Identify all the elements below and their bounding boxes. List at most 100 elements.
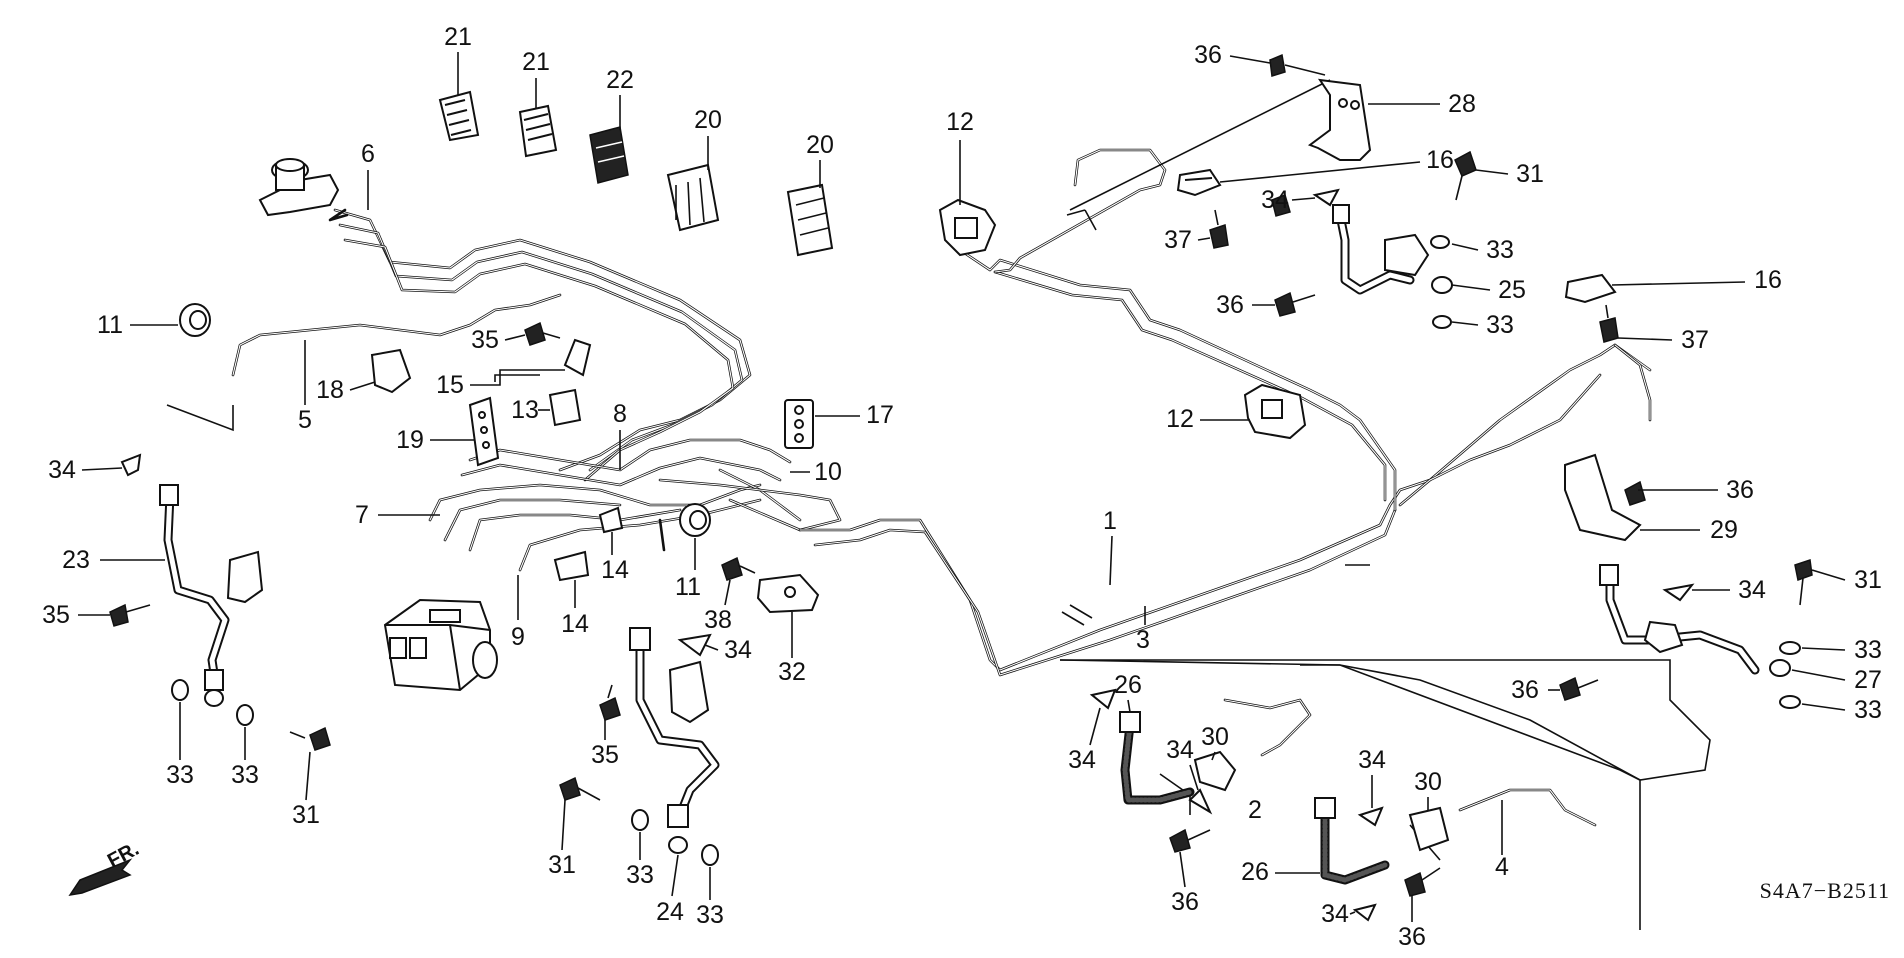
callout-16-top: 16 — [1426, 146, 1454, 174]
callout-33-h: 33 — [696, 901, 724, 929]
callout-3: 3 — [1136, 626, 1150, 654]
callout-37-b: 37 — [1681, 326, 1709, 354]
clip-14-lower — [553, 550, 590, 582]
three-way-17 — [784, 399, 814, 449]
callout-33-c: 33 — [1854, 636, 1882, 664]
clip-13 — [548, 388, 582, 427]
callout-34-e: 34 — [1068, 746, 1096, 774]
callout-33-b: 33 — [1486, 311, 1514, 339]
callout-29: 29 — [1710, 516, 1738, 544]
callout-23: 23 — [62, 546, 90, 574]
components — [109, 53, 1813, 922]
callout-31-right: 31 — [1854, 566, 1882, 594]
callout-21-right: 21 — [522, 48, 550, 76]
callout-16-right: 16 — [1754, 266, 1782, 294]
bracket-30-right — [1408, 806, 1450, 852]
leader-lines — [166, 79, 1711, 930]
callout-31-top: 31 — [1516, 160, 1544, 188]
clip-14-upper — [598, 506, 624, 534]
callout-33-d: 33 — [1854, 696, 1882, 724]
bracket-28 — [1307, 78, 1372, 161]
callout-27: 27 — [1854, 666, 1882, 694]
rear-hose-26-left — [1119, 711, 1195, 805]
callout-22: 22 — [606, 66, 634, 94]
clip-16-top — [1176, 168, 1222, 197]
clip-19 — [468, 396, 500, 467]
callout-33-f: 33 — [231, 761, 259, 789]
callout-12-mid: 12 — [1166, 405, 1194, 433]
callout-6: 6 — [361, 140, 375, 168]
callout-35-c: 35 — [591, 741, 619, 769]
callout-25: 25 — [1498, 276, 1526, 304]
callout-26-left: 26 — [1114, 671, 1142, 699]
bolts — [109, 53, 1813, 897]
callout-19: 19 — [396, 426, 424, 454]
callout-28: 28 — [1448, 90, 1476, 118]
callout-36-f: 36 — [1398, 923, 1426, 951]
callout-38: 38 — [704, 606, 732, 634]
master-cylinder-reservoir — [258, 158, 340, 217]
callout-13: 13 — [511, 396, 539, 424]
callout-35-a: 35 — [471, 326, 499, 354]
rear-left-hose-25 — [1332, 204, 1453, 295]
callout-9: 9 — [511, 623, 525, 651]
clamp-12-mid — [1243, 383, 1307, 440]
clip-18 — [370, 348, 412, 394]
clip-21-right — [518, 104, 558, 158]
callout-4: 4 — [1495, 853, 1509, 881]
callout-34-g: 34 — [1358, 746, 1386, 774]
callout-30-right: 30 — [1414, 768, 1442, 796]
grommet-11-left — [179, 303, 211, 337]
brake-pipe-bundle — [231, 148, 1652, 677]
callout-8: 8 — [613, 400, 627, 428]
joint-32 — [756, 573, 820, 614]
callout-34-h: 34 — [1321, 900, 1349, 928]
callout-labels: 1 2 3 4 5 6 7 8 9 10 11 11 12 12 13 14 1… — [42, 23, 1882, 951]
callout-35-b: 35 — [42, 601, 70, 629]
front-right-hose-24 — [629, 627, 720, 854]
callout-33-g: 33 — [626, 861, 654, 889]
callout-15: 15 — [436, 371, 464, 399]
callout-7: 7 — [355, 501, 369, 529]
rear-pipe-2 — [1223, 698, 1312, 757]
callout-37-a: 37 — [1164, 226, 1192, 254]
callout-33-e: 33 — [166, 761, 194, 789]
callout-34-c: 34 — [1738, 576, 1766, 604]
clip-22 — [589, 126, 629, 184]
callout-31-bottom-left: 31 — [292, 801, 320, 829]
front-direction-label: FR. — [104, 838, 143, 873]
callout-31-bottom-mid: 31 — [548, 851, 576, 879]
callout-10: 10 — [814, 458, 842, 486]
clamp-12-top — [938, 198, 997, 257]
callout-34-f: 34 — [1166, 736, 1194, 764]
rear-right-hose-27 — [1599, 564, 1791, 677]
callout-2: 2 — [1248, 796, 1262, 824]
washers-33 — [171, 235, 1801, 866]
callout-5: 5 — [298, 406, 312, 434]
callout-14-lower: 14 — [561, 610, 589, 638]
callout-33-a: 33 — [1486, 236, 1514, 264]
callout-36-b: 36 — [1216, 291, 1244, 319]
callout-20-right: 20 — [806, 131, 834, 159]
callout-34-a: 34 — [48, 456, 76, 484]
callout-36-d: 36 — [1511, 676, 1539, 704]
callout-17: 17 — [866, 401, 894, 429]
diagram-reference-code: S4A7−B2511 — [1760, 878, 1890, 903]
front-direction-indicator: FR. — [68, 838, 143, 897]
rear-pipe-4 — [1458, 788, 1597, 827]
callout-11-mid: 11 — [675, 573, 701, 601]
callout-1: 1 — [1103, 507, 1117, 535]
clip-20-right — [786, 183, 834, 257]
front-left-hose-23 — [159, 484, 264, 707]
bracket-29 — [1564, 453, 1642, 542]
callout-24: 24 — [656, 898, 684, 926]
callout-34-d: 34 — [724, 636, 752, 664]
callout-18: 18 — [316, 376, 344, 404]
clip-21-left — [438, 90, 480, 142]
bracket-30-left — [1193, 750, 1237, 792]
callout-12-top: 12 — [946, 108, 974, 136]
callout-36-e: 36 — [1171, 888, 1199, 916]
callout-34-b: 34 — [1261, 186, 1289, 214]
callout-26-right: 26 — [1241, 858, 1269, 886]
